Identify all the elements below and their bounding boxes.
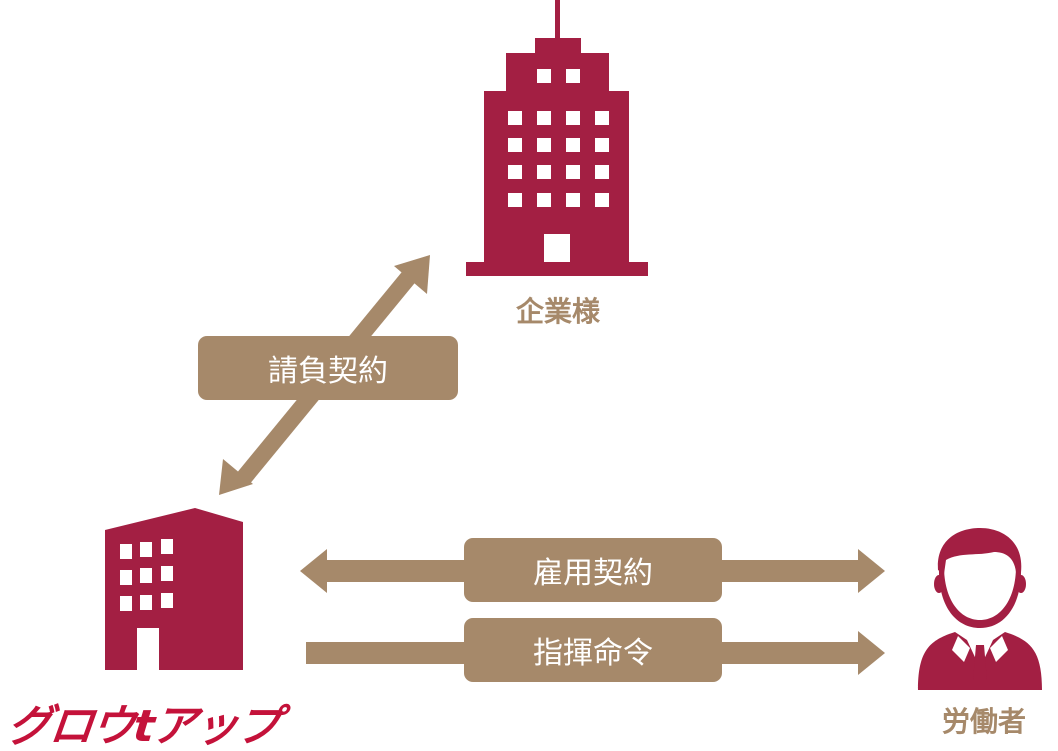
client-label: 企業様 <box>515 295 600 328</box>
command-pill: 指揮命令 <box>464 618 722 682</box>
employment-pill: 雇用契約 <box>464 538 722 602</box>
contract-pill: 請負契約 <box>198 336 458 400</box>
worker-label: 労働者 <box>941 705 1026 738</box>
company-logo-text: グロウtアップ <box>4 701 282 751</box>
company-logo: グロウtアップ <box>4 690 348 751</box>
